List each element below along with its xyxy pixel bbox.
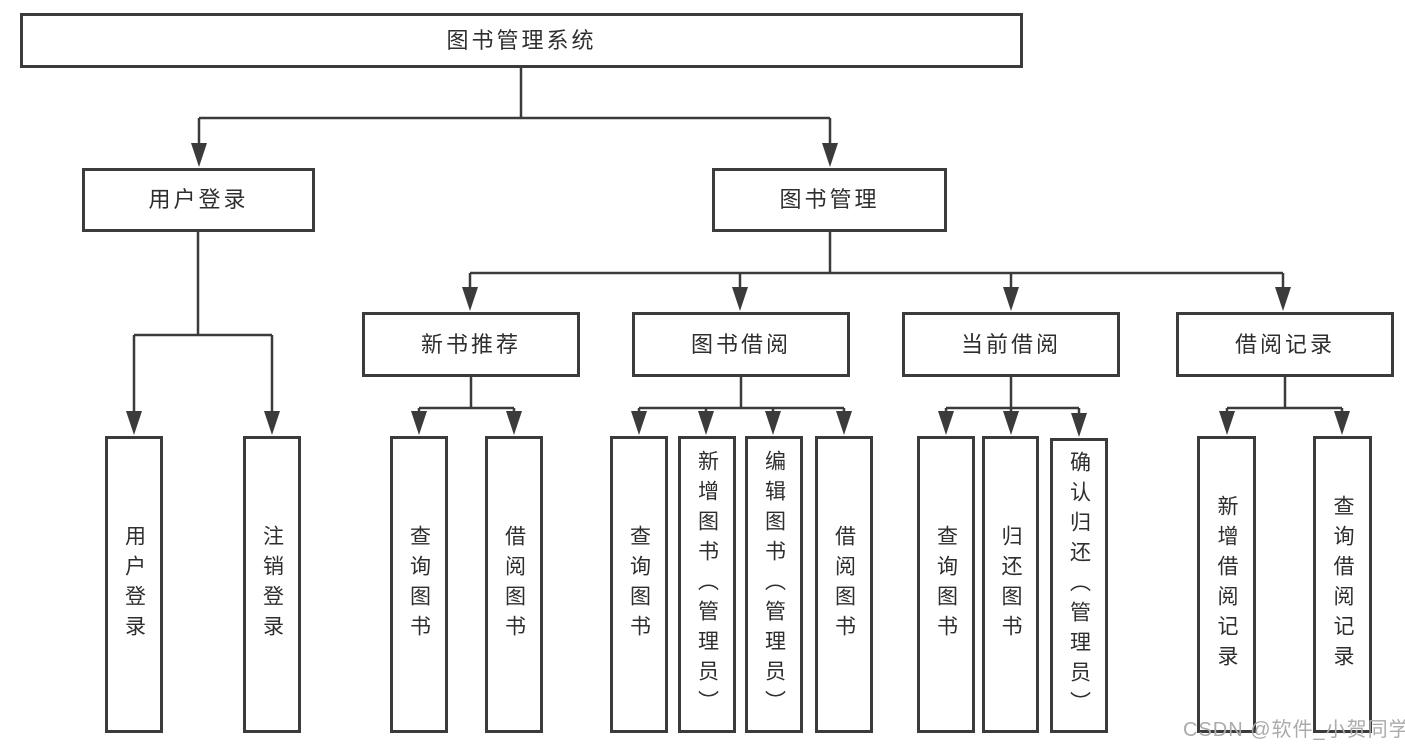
connector-new-books bbox=[417, 377, 516, 418]
arrowheads-root bbox=[191, 143, 838, 167]
leaf-user-login: 用户登录 bbox=[105, 436, 163, 733]
leaf-newbooks-query-label: 查询图书 bbox=[407, 524, 431, 645]
node-book-mgmt: 图书管理 bbox=[712, 168, 947, 232]
leaf-borrow-edit-admin: 编辑图书（管理员） bbox=[745, 436, 803, 733]
leaf-borrow-edit-admin-label: 编辑图书（管理员） bbox=[762, 449, 786, 720]
node-book-borrow: 图书借阅 bbox=[632, 312, 850, 377]
leaf-current-confirm-admin: 确认归还（管理员） bbox=[1050, 438, 1108, 733]
connector-root bbox=[197, 68, 832, 150]
node-root: 图书管理系统 bbox=[20, 13, 1023, 68]
leaf-current-query: 查询图书 bbox=[917, 436, 975, 733]
leaf-current-return: 归还图书 bbox=[982, 436, 1039, 733]
node-current-borrow: 当前借阅 bbox=[902, 312, 1120, 377]
leaf-borrow-add-admin: 新增图书（管理员） bbox=[678, 436, 736, 733]
node-current-borrow-label: 当前借阅 bbox=[960, 331, 1061, 357]
node-borrow-record-label: 借阅记录 bbox=[1234, 331, 1335, 357]
connector-book-mgmt bbox=[468, 232, 1285, 294]
leaf-newbooks-query: 查询图书 bbox=[390, 436, 448, 733]
node-book-mgmt-label: 图书管理 bbox=[779, 187, 880, 212]
connector-book-borrow bbox=[637, 377, 846, 418]
leaf-current-return-label: 归还图书 bbox=[999, 524, 1022, 645]
leaf-borrow-book-label: 借阅图书 bbox=[832, 524, 856, 645]
leaf-current-query-label: 查询图书 bbox=[934, 524, 958, 645]
node-user-login: 用户登录 bbox=[82, 168, 315, 232]
leaf-record-query-label: 查询借阅记录 bbox=[1331, 494, 1354, 675]
arrowheads-user-login bbox=[126, 411, 280, 435]
leaf-user-login-label: 用户登录 bbox=[122, 524, 146, 645]
leaf-borrow-query-label: 查询图书 bbox=[627, 524, 651, 645]
leaf-record-add-label: 新增借阅记录 bbox=[1215, 494, 1238, 675]
leaf-record-query: 查询借阅记录 bbox=[1313, 436, 1372, 733]
node-new-books: 新书推荐 bbox=[362, 312, 580, 377]
arrowheads-book-borrow bbox=[631, 411, 852, 435]
connector-borrow-record bbox=[1225, 377, 1344, 418]
node-borrow-record: 借阅记录 bbox=[1176, 312, 1394, 377]
leaf-logout: 注销登录 bbox=[243, 436, 301, 733]
csdn-watermark: CSDN @软件_小贺同学 bbox=[1183, 719, 1405, 741]
leaf-logout-label: 注销登录 bbox=[260, 524, 284, 645]
connector-user-login bbox=[132, 232, 274, 418]
arrowheads-new-books bbox=[411, 411, 522, 435]
leaf-borrow-add-admin-label: 新增图书（管理员） bbox=[695, 449, 719, 720]
leaf-record-add: 新增借阅记录 bbox=[1197, 436, 1256, 733]
arrowheads-borrow-record bbox=[1219, 411, 1350, 435]
node-root-label: 图书管理系统 bbox=[446, 27, 597, 53]
leaf-newbooks-borrow-label: 借阅图书 bbox=[502, 524, 526, 645]
leaf-borrow-query: 查询图书 bbox=[610, 436, 668, 733]
leaf-current-confirm-admin-label: 确认归还（管理员） bbox=[1067, 450, 1091, 721]
leaf-borrow-book: 借阅图书 bbox=[815, 436, 873, 733]
node-book-borrow-label: 图书借阅 bbox=[690, 331, 791, 357]
node-user-login-label: 用户登录 bbox=[148, 187, 249, 212]
node-new-books-label: 新书推荐 bbox=[420, 331, 521, 357]
arrowheads-book-mgmt bbox=[462, 287, 1291, 311]
arrowheads-current-borrow bbox=[938, 411, 1087, 437]
leaf-newbooks-borrow: 借阅图书 bbox=[485, 436, 543, 733]
